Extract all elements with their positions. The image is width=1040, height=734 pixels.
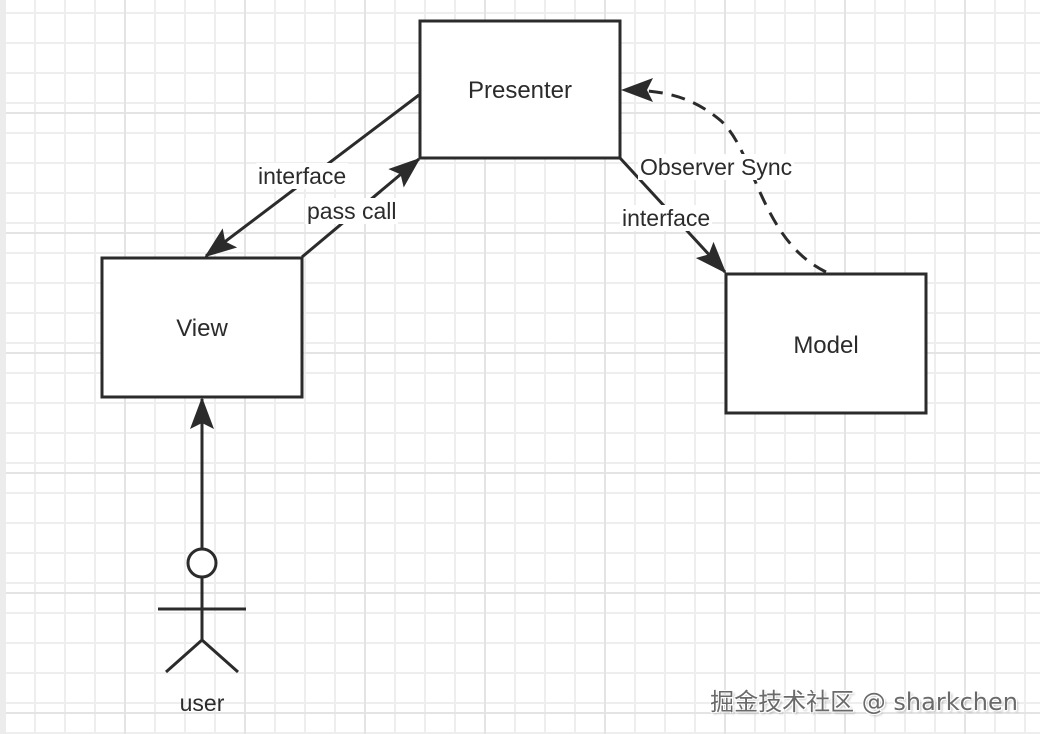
model-box[interactable] — [724, 272, 928, 415]
presenter-label: Presenter — [467, 77, 573, 104]
presenter-box[interactable] — [418, 19, 622, 160]
view-box[interactable] — [100, 256, 304, 399]
model-label: Model — [793, 332, 859, 359]
edge-label-pass-call: pass call — [305, 198, 399, 224]
edge-label-presenter-model-interface: interface — [620, 205, 713, 231]
user-actor-icon[interactable] — [158, 547, 246, 674]
edge-model-to-presenter-observer — [621, 78, 827, 274]
edge-label-observer-sync: Observer Sync — [638, 154, 795, 180]
watermark: 掘金技术社区 @ sharkchen — [710, 688, 1018, 716]
canvas-left-edge — [0, 0, 6, 734]
view-label: View — [176, 315, 228, 342]
edge-label-presenter-view-interface: interface — [256, 163, 349, 189]
user-label: user — [179, 690, 225, 716]
